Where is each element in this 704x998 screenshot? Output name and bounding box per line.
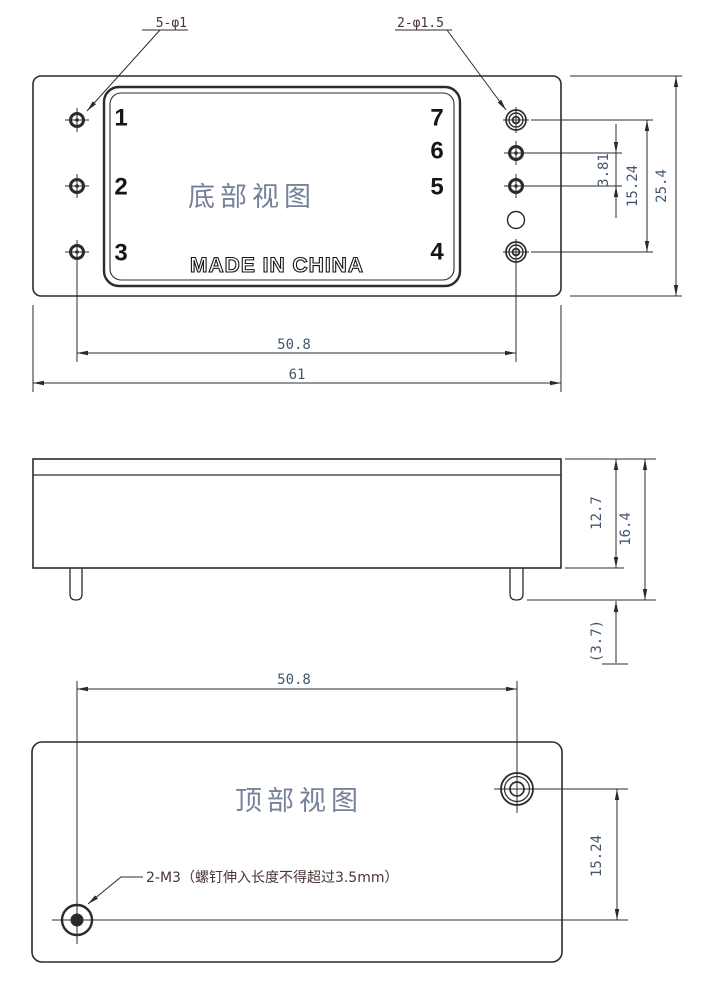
- mounting-hole-bottom-left: [60, 903, 94, 937]
- top-view-dimension-lines: [77, 686, 620, 920]
- mounting-hole-top-right: [500, 772, 534, 806]
- callout-small-pins: 5-φ1: [86, 16, 188, 112]
- pin-3-symbol: [65, 240, 89, 264]
- pin-label-1: 1: [114, 105, 127, 132]
- pin-label-4: 4: [430, 239, 444, 266]
- unpopulated-hole-icon: [506, 210, 526, 230]
- pin-2-symbol: [65, 174, 89, 198]
- side-view-dimension-lines: [602, 459, 648, 665]
- bottom-view-extension-lines: [32, 75, 682, 392]
- dim-hole-span-y: 15.24: [589, 835, 605, 877]
- bottom-view-label-panel-outer: [102, 85, 462, 288]
- bottom-view-label-panel-inner: [109, 92, 455, 281]
- pin-4-symbol: [503, 239, 529, 265]
- dim-hole-span-x: 50.8: [277, 672, 311, 688]
- side-view: 12.7 16.4 (3.7): [32, 458, 656, 665]
- pin-1-symbol: [65, 108, 89, 132]
- callout-mounting-screws-label: 2-M3（螺钉伸入长度不得超过3.5mm）: [146, 869, 399, 886]
- callout-small-pins-label: 5-φ1: [156, 16, 187, 31]
- top-view-case-outline: [31, 741, 563, 963]
- leader-line: [86, 29, 161, 112]
- dim-body-depth: 25.4: [654, 169, 670, 203]
- pin-6-symbol: [504, 141, 528, 165]
- top-view: 顶部视图 50.8 15.24 2-M3（螺钉伸入长度不得超过3.5mm）: [31, 672, 628, 963]
- dim-pin-pitch: 3.81: [596, 153, 612, 187]
- bottom-view: 1 2 3 7 6 5 4 底部视图 MADE IN CHINA 5-φ1 2-…: [32, 16, 682, 392]
- callout-mounting-screws: 2-M3（螺钉伸入长度不得超过3.5mm）: [87, 869, 399, 905]
- dim-body-width: 61: [289, 367, 306, 383]
- side-view-left-pin: [69, 568, 83, 601]
- bottom-view-title: 底部视图: [188, 182, 316, 213]
- made-in-china-marking: MADE IN CHINA: [190, 254, 364, 277]
- top-view-extension-lines: [52, 681, 628, 944]
- pin-5-symbol: [504, 174, 528, 198]
- pin-label-3: 3: [114, 240, 127, 267]
- pin-7-symbol: [503, 107, 529, 133]
- dim-case-height: 12.7: [589, 496, 605, 530]
- leader-line: [87, 876, 143, 905]
- callout-large-pins-label: 2-φ1.5: [397, 16, 444, 31]
- pin-label-2: 2: [114, 174, 127, 201]
- callout-large-pins: 2-φ1.5: [395, 16, 507, 111]
- dim-pin-protrusion: (3.7): [589, 620, 605, 662]
- pin-label-6: 6: [430, 138, 443, 165]
- pin-label-7: 7: [430, 105, 443, 132]
- leader-line: [446, 29, 507, 111]
- side-view-case-outline: [32, 458, 562, 569]
- bottom-view-dimension-lines: [33, 76, 679, 386]
- pin-label-5: 5: [430, 174, 443, 201]
- side-view-right-pin: [509, 568, 524, 601]
- dim-pin-column-span: 15.24: [625, 165, 641, 207]
- side-view-extension-lines: [527, 458, 656, 601]
- top-view-title: 顶部视图: [235, 786, 363, 817]
- dim-pin-span: 50.8: [277, 337, 311, 353]
- dim-overall-height: 16.4: [618, 512, 634, 546]
